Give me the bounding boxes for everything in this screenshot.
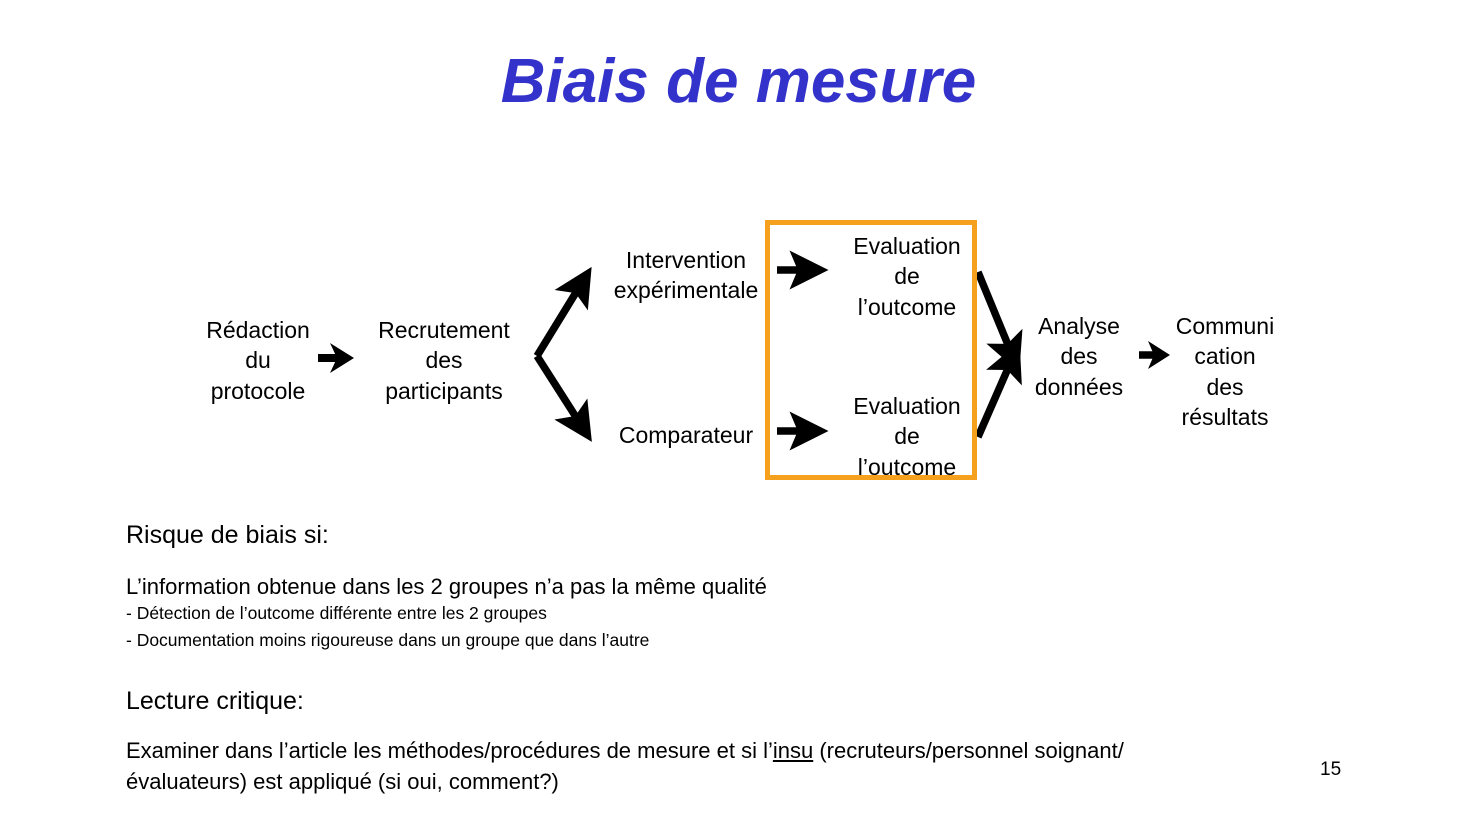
diagram-node-communication: Communi cation des résultats <box>1175 313 1275 431</box>
risque-text-group: L’information obtenue dans les 2 groupes… <box>126 574 767 653</box>
lecture-text-part1: Examiner dans l’article les méthodes/pro… <box>126 738 773 763</box>
arrow-evaluation-bottom-to-analyse <box>974 341 1022 439</box>
lecture-text-insu: insu <box>772 738 814 763</box>
slide-page-number: 15 <box>1320 759 1342 780</box>
diagram-node-comparateur: Comparateur <box>618 422 754 448</box>
arrow-fork-to-comparateur <box>533 353 592 442</box>
study-flow-diagram: Rédaction du protocole Recrutement des p… <box>206 220 1275 480</box>
risque-bullet-2: - Documentation moins rigoureuse dans un… <box>126 629 650 650</box>
diagram-node-evaluation-top: Evaluation de l’outcome <box>853 233 961 320</box>
heading-risque-de-biais: Risque de biais si: <box>126 521 329 549</box>
diagram-arrows <box>318 250 1170 451</box>
heading-lecture-critique: Lecture critique: <box>126 687 304 715</box>
diagram-node-recrutement: Recrutement des participants <box>378 317 510 404</box>
diagram-node-analyse: Analyse des données <box>1034 313 1124 400</box>
risque-main-line: L’information obtenue dans les 2 groupes… <box>126 574 767 599</box>
arrow-analyse-to-communication <box>1139 341 1170 369</box>
risque-bullet-1: - Détection de l’outcome différente entr… <box>126 603 547 623</box>
diagram-node-redaction: Rédaction du protocole <box>206 317 310 404</box>
lecture-text-part2: (recruteurs/personnel soignant/évaluateu… <box>126 738 1124 795</box>
diagram-node-intervention: Intervention expérimentale <box>613 247 759 304</box>
arrow-redaction-to-recrutement <box>318 343 354 373</box>
page-title: Biais de mesure <box>500 47 977 116</box>
measurement-highlight-box <box>765 220 977 480</box>
lecture-critique-paragraph: Examiner dans l’article les méthodes/pro… <box>126 735 1226 797</box>
arrow-fork-to-intervention <box>533 266 592 358</box>
diagram-node-evaluation-bottom: Evaluation de l’outcome <box>853 393 961 480</box>
